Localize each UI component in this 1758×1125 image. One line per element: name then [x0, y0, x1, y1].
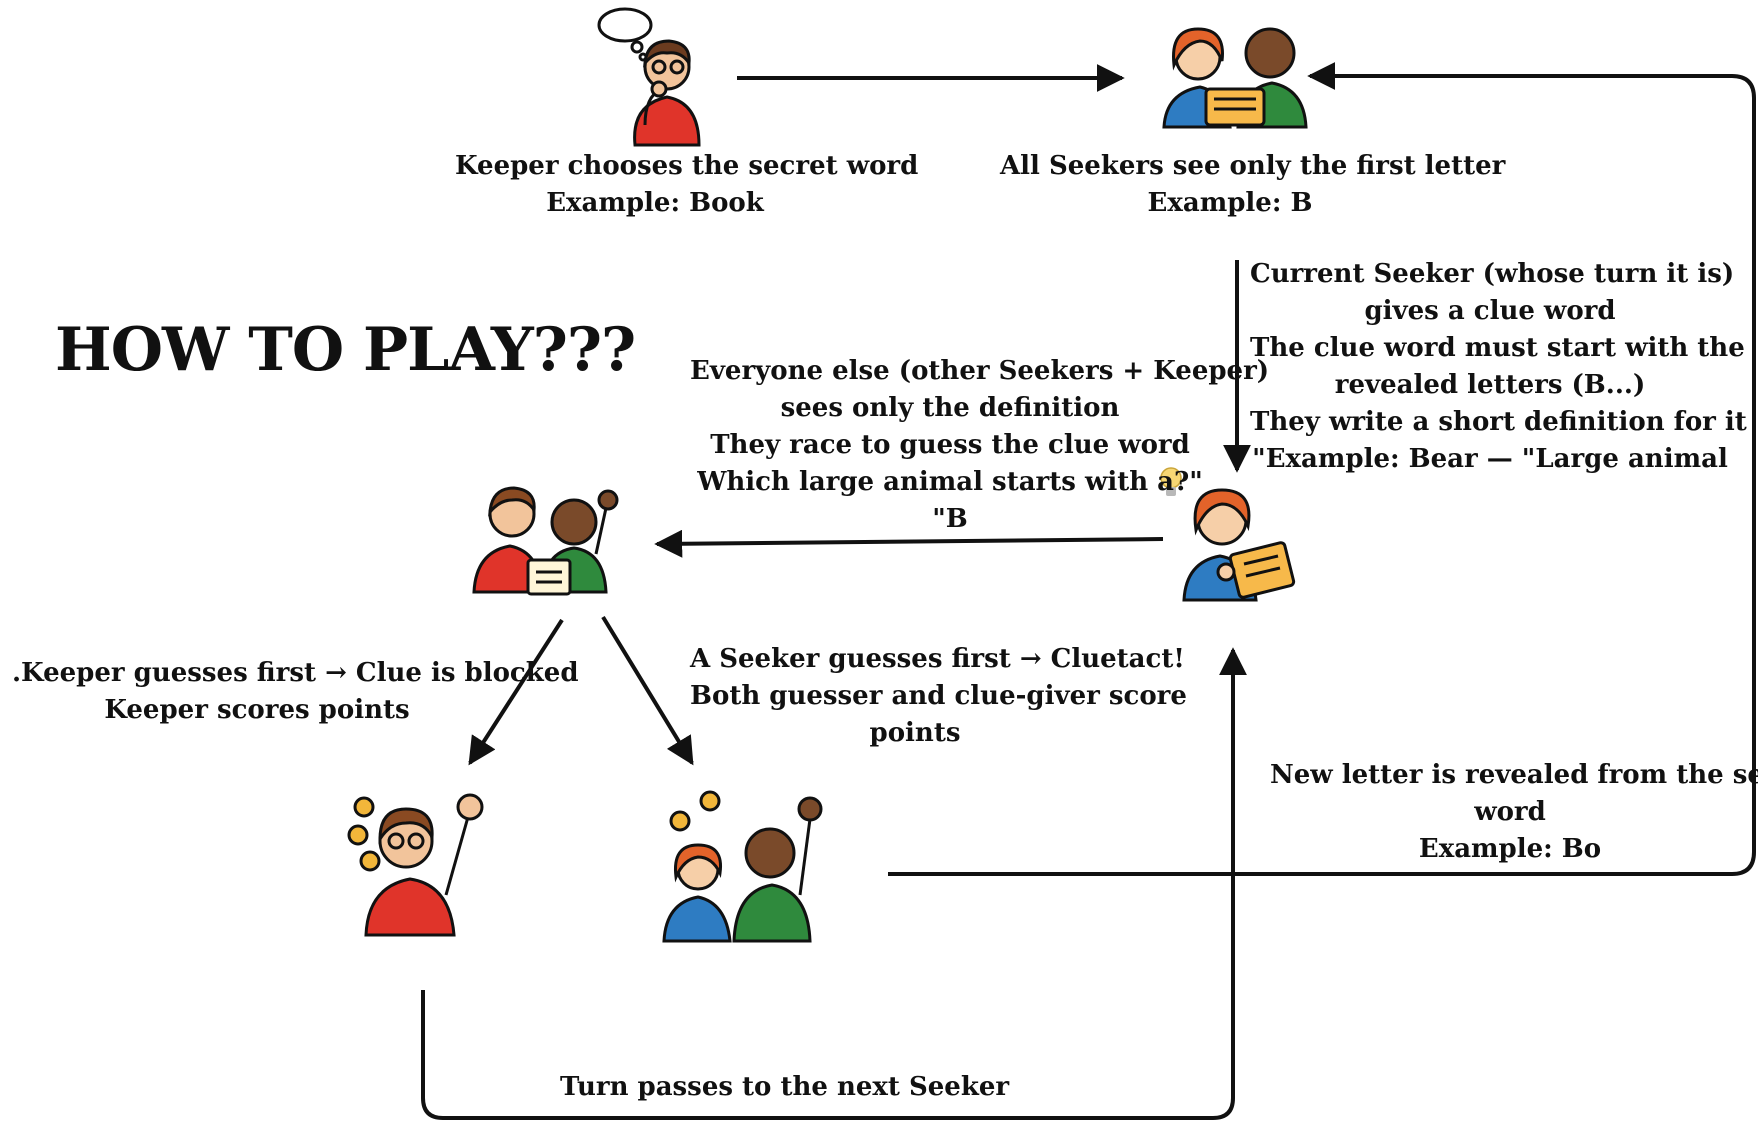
- step-seekers-line: All Seekers see only the first letter: [1000, 151, 1506, 181]
- step-current-seeker-line-3: The clue word must start with the: [1250, 333, 1745, 363]
- step-keeper-guesses-line-2: Keeper scores points: [104, 695, 410, 725]
- step-seekers-example: Example: B: [1147, 188, 1313, 218]
- step-current-seeker-line-2: gives a clue word: [1364, 296, 1616, 326]
- step-everyone-line-4: Which large animal starts with a?": [697, 467, 1203, 497]
- step-current-seeker-line-1: Current Seeker (whose turn it is): [1250, 259, 1735, 289]
- step-turn-passes-line: Turn passes to the next Seeker: [560, 1072, 1010, 1102]
- step-current-seeker: Current Seeker (whose turn it is) gives …: [1250, 256, 1747, 478]
- arrow-group-to-keeper-win: [468, 618, 564, 766]
- step-keeper-chooses-line: Keeper chooses the secret word: [455, 151, 919, 181]
- step-everyone-line-2: sees only the definition: [780, 393, 1120, 423]
- step-keeper-guesses: .Keeper guesses first → Clue is blocked …: [12, 655, 579, 729]
- arrow-turn-pass-loop: [421, 647, 1247, 1120]
- step-new-letter-line-2: word: [1474, 797, 1546, 827]
- step-seeker-guesses-line-3: points: [869, 718, 961, 748]
- step-keeper-chooses-example: Example: Book: [546, 188, 764, 218]
- clue-writer-icon: [1182, 488, 1296, 602]
- step-new-letter-line-3: Example: Bo: [1418, 834, 1602, 864]
- step-everyone-line-1: Everyone else (other Seekers + Keeper): [690, 356, 1270, 386]
- step-seeker-guesses-line-2: Both guesser and clue-giver score: [690, 681, 1187, 711]
- step-turn-passes: Turn passes to the next Seeker: [560, 1069, 1010, 1106]
- lightbulb-icon: [1160, 467, 1182, 496]
- step-current-seeker-line-5: They write a short definition for it: [1250, 407, 1747, 437]
- thinking-keeper-icon: [597, 7, 701, 147]
- step-seekers-first-letter: All Seekers see only the first letter Ex…: [1000, 148, 1506, 222]
- step-new-letter-line-1: New letter is revealed from the secret: [1270, 760, 1758, 790]
- arrow-group-to-seekers-win: [601, 615, 694, 766]
- step-everyone-else: Everyone else (other Seekers + Keeper) s…: [690, 353, 1270, 538]
- step-current-seeker-line-6: "Example: Bear — "Large animal: [1252, 444, 1728, 474]
- step-everyone-line-3: They race to guess the clue word: [710, 430, 1190, 460]
- seekers-pair-icon: [1162, 27, 1308, 129]
- guessing-group-icon: [472, 486, 619, 596]
- seekers-celebrating-icon: [662, 790, 823, 943]
- step-seeker-guesses: A Seeker guesses first → Cluetact! Both …: [690, 641, 1187, 752]
- step-keeper-guesses-line-1: .Keeper guesses first → Clue is blocked: [12, 658, 579, 688]
- arrow-writer-to-group: [654, 529, 1164, 558]
- page-title: HOW TO PLAY???: [55, 315, 636, 385]
- step-current-seeker-line-4: revealed letters (B...): [1334, 370, 1646, 400]
- step-keeper-chooses: Keeper chooses the secret word Example: …: [455, 148, 919, 222]
- step-everyone-line-5: "B: [932, 504, 968, 534]
- keeper-celebrating-icon: [347, 793, 484, 937]
- arrow-new-letter-loop: [888, 62, 1756, 876]
- step-new-letter: New letter is revealed from the secret w…: [1270, 757, 1758, 868]
- step-seeker-guesses-line-1: A Seeker guesses first → Cluetact!: [690, 644, 1185, 674]
